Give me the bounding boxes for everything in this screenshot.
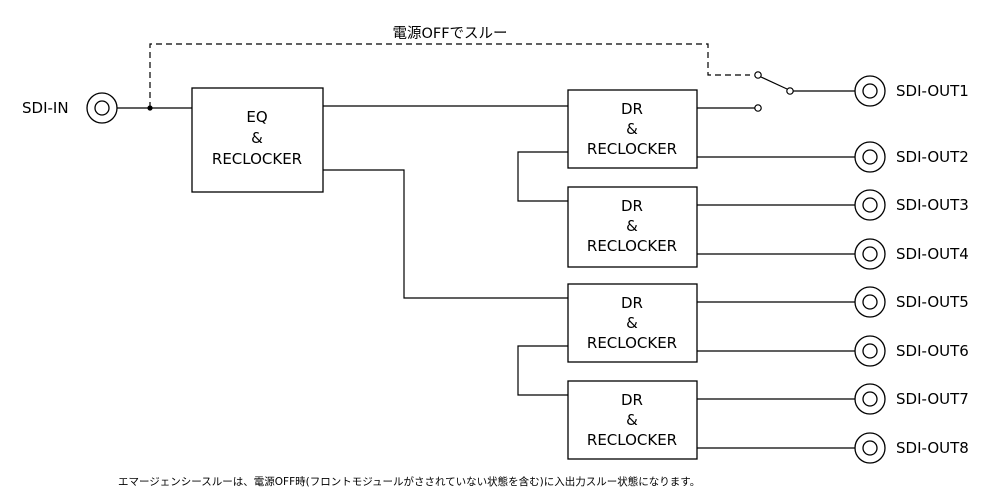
eq-block-line2: & [251, 129, 263, 147]
sdi-out5-connector [854, 286, 886, 318]
dr2-line3: RECLOCKER [587, 237, 677, 255]
dr1-to-dr2-line [517, 151, 568, 202]
sdi-out7-label: SDI-OUT7 [896, 390, 969, 408]
dr4-line2: & [626, 411, 638, 429]
sdi-out2-connector [854, 141, 886, 173]
dr3-line1: DR [621, 294, 643, 312]
dr3-to-dr4-line [517, 345, 568, 396]
sdi-out1-label: SDI-OUT1 [896, 82, 969, 100]
dr-block-2: DR & RECLOCKER [567, 186, 698, 268]
sdi-out1-connector [854, 75, 886, 107]
dr-block-4: DR & RECLOCKER [567, 380, 698, 460]
sdi-in-label: SDI-IN [22, 99, 69, 117]
dr4-line1: DR [621, 391, 643, 409]
sdi-out6-label: SDI-OUT6 [896, 342, 969, 360]
eq-block-line3: RECLOCKER [212, 150, 302, 168]
sdi-out8-label: SDI-OUT8 [896, 439, 969, 457]
sdi-out4-connector [854, 238, 886, 270]
dr4-line3: RECLOCKER [587, 431, 677, 449]
sdi-out3-connector [854, 189, 886, 221]
eq-reclocker-block [191, 87, 324, 193]
sdi-out5-label: SDI-OUT5 [896, 293, 969, 311]
dr3-line2: & [626, 314, 638, 332]
sdi-out6-connector [854, 335, 886, 367]
sdi-in-connector [86, 92, 118, 124]
sdi-out4-label: SDI-OUT4 [896, 245, 969, 263]
bypass-label: 電源OFFでスルー [392, 25, 507, 42]
dr2-line1: DR [621, 197, 643, 215]
bypass-dashed-line [149, 43, 750, 108]
sdi-out2-label: SDI-OUT2 [896, 148, 969, 166]
eq-block-line1: EQ [246, 108, 267, 126]
bypass-switch [754, 71, 794, 112]
dr1-line1: DR [621, 100, 643, 118]
dr3-line3: RECLOCKER [587, 334, 677, 352]
dr2-line2: & [626, 217, 638, 235]
footnote: エマージェンシースルーは、電源OFF時(フロントモジュールがさされていない状態を… [118, 475, 700, 488]
sdi-out3-label: SDI-OUT3 [896, 196, 969, 214]
eq-to-dr3-line [323, 169, 568, 299]
dr1-line2: & [626, 120, 638, 138]
dr-block-3: DR & RECLOCKER [567, 283, 698, 363]
sdi-out8-connector [854, 432, 886, 464]
dr-block-1: DR & RECLOCKER [567, 89, 698, 169]
sdi-out7-connector [854, 383, 886, 415]
dr1-line3: RECLOCKER [587, 140, 677, 158]
